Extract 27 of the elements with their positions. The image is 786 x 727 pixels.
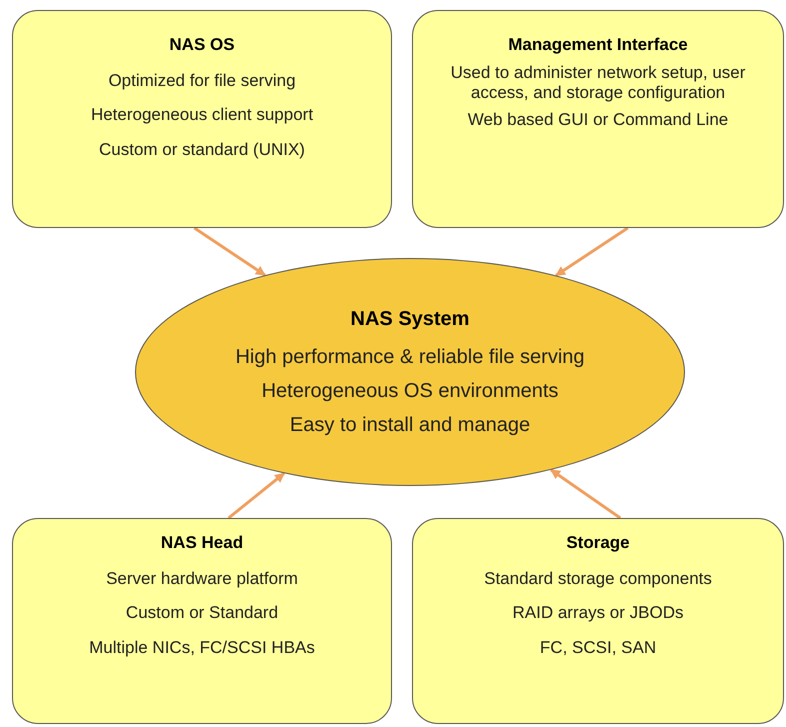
node-text: Multiple NICs, FC/SCSI HBAs — [89, 638, 315, 658]
arrow — [550, 468, 622, 520]
component-box — [412, 10, 784, 228]
node-title: NAS OS — [169, 35, 235, 55]
node-text: Heterogeneous client support — [90, 105, 314, 126]
node-text: Optimized for file serving — [108, 71, 296, 92]
node-text: Used to administer network setup, user access, and storage configuration — [450, 63, 746, 104]
node-text: Heterogeneous OS environments — [262, 378, 558, 402]
node-title: Management Interface — [508, 35, 688, 55]
node-text: RAID arrays or JBODs — [512, 603, 684, 624]
arrow — [194, 226, 266, 276]
node-title: NAS Head — [160, 533, 244, 553]
node-text: High performance & reliable file serving — [235, 344, 585, 368]
component-box — [12, 518, 392, 724]
component-box — [12, 10, 392, 228]
node-text: Custom or Standard — [126, 603, 278, 624]
node-title: Storage — [566, 533, 630, 553]
node-text: Standard storage components — [484, 569, 712, 590]
node-text: Server hardware platform — [106, 569, 298, 590]
node-text: Web based GUI or Command Line — [468, 110, 728, 130]
component-box — [412, 518, 784, 724]
node-text: FC, SCSI, SAN — [540, 638, 656, 658]
arrow — [555, 226, 629, 277]
arrow — [228, 472, 286, 520]
node-text: Custom or standard (UNIX) — [99, 140, 305, 160]
node-text: Easy to install and manage — [290, 412, 530, 436]
node-title: NAS System — [350, 308, 470, 330]
